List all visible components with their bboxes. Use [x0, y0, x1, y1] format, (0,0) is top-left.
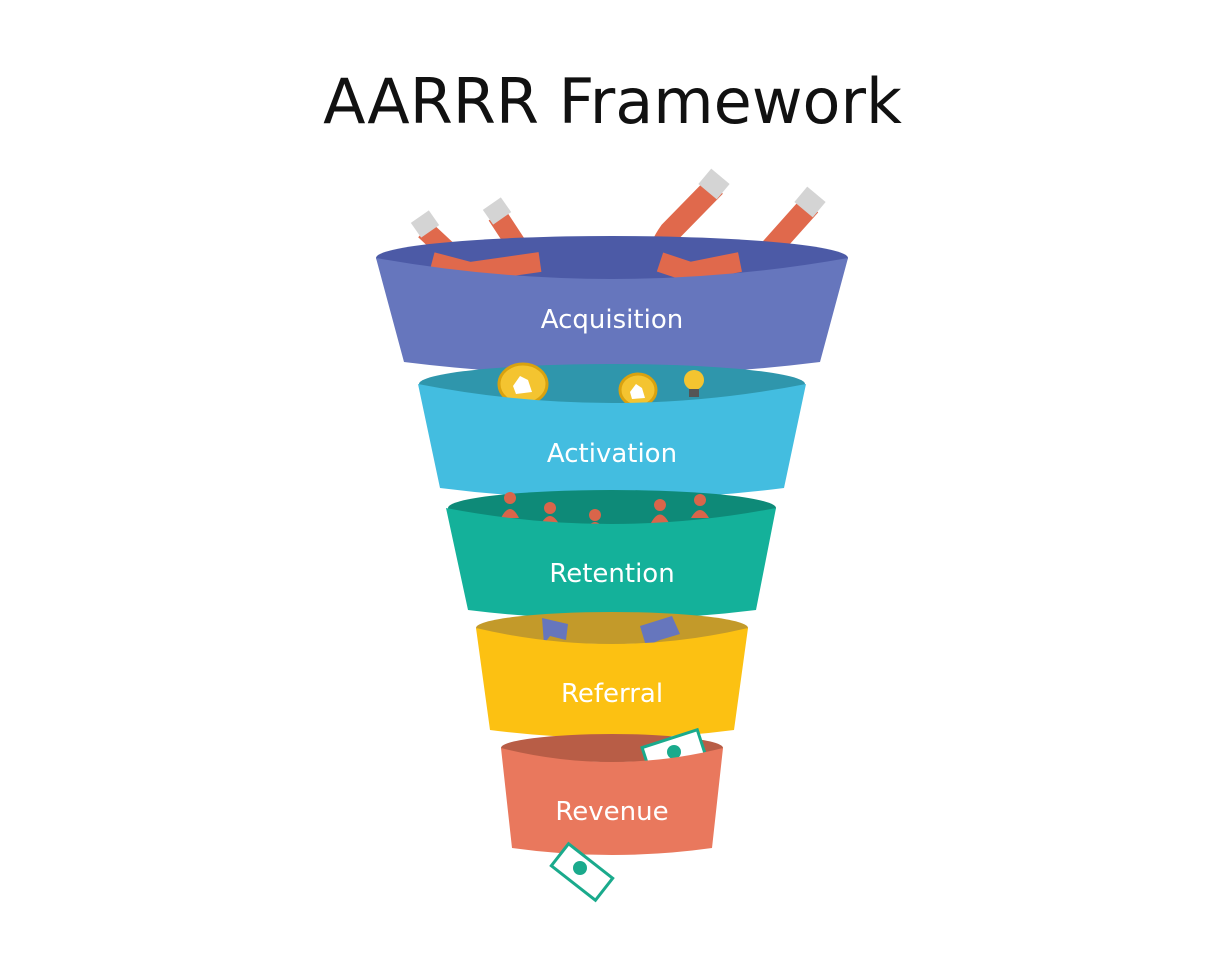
stage-referral: Referral	[476, 612, 748, 738]
stage-activation-label: Activation	[547, 439, 677, 469]
coin-icon	[618, 372, 658, 408]
person-icon	[501, 492, 519, 518]
stage-revenue-band	[501, 748, 723, 855]
stage-referral-label: Referral	[561, 679, 663, 709]
page-title: AARRR Framework	[323, 65, 902, 138]
speech-bubble-icon	[542, 618, 568, 644]
stage-retention: Retention	[446, 490, 776, 619]
stage-retention-label: Retention	[549, 559, 674, 589]
speech-bubble-icon	[640, 616, 680, 646]
stage-retention-band	[446, 508, 776, 619]
banknote-icon	[549, 841, 615, 903]
stage-acquisition: Acquisition	[376, 236, 848, 375]
person-icon	[651, 499, 669, 523]
stage-acquisition-label: Acquisition	[541, 305, 683, 335]
stage-acquisition-band	[376, 258, 848, 375]
stage-revenue: Revenue	[501, 727, 723, 855]
stage-referral-band	[476, 628, 748, 738]
person-icon	[691, 494, 709, 518]
stage-revenue-label: Revenue	[555, 797, 668, 827]
lightbulb-icon	[684, 370, 704, 397]
stage-activation: Activation	[418, 362, 806, 499]
stage-activation-band	[418, 384, 806, 499]
